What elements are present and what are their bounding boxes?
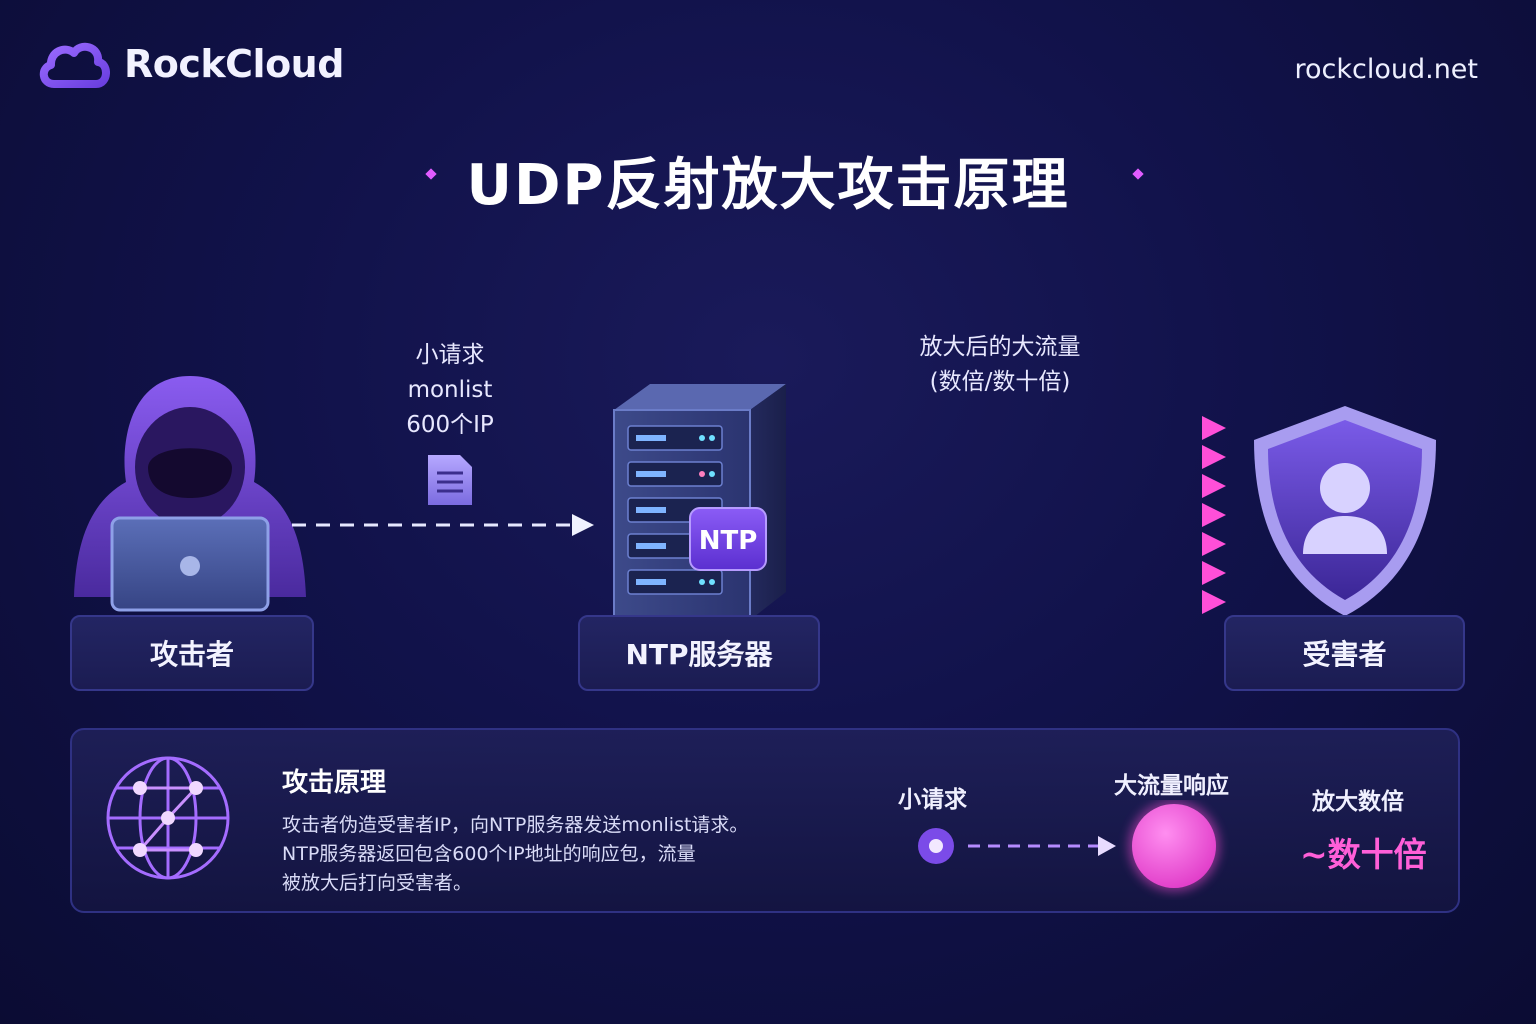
principle-panel	[70, 728, 1460, 913]
amplified-detail: (数倍/数十倍)	[929, 369, 1071, 395]
title-divider-right	[1132, 168, 1310, 180]
large-response-label: 大流量响应	[1114, 773, 1229, 799]
traffic-arrowhead	[1202, 561, 1226, 585]
amplified-annotation: 放大后的大流量 (数倍/数十倍)	[880, 330, 1120, 400]
principle-line-2: NTP服务器返回包含600个IP地址的响应包，流量	[282, 843, 696, 865]
amplified-traffic-arrows	[780, 416, 1226, 614]
traffic-arrowhead	[1202, 416, 1226, 440]
amplification-factor-label: 放大数倍	[1312, 789, 1404, 815]
traffic-arrowhead	[1202, 445, 1226, 469]
amplified-label: 放大后的大流量	[919, 334, 1081, 360]
victim-label: 受害者	[1224, 615, 1465, 691]
principle-content: 攻击原理 攻击者伪造受害者IP，向NTP服务器发送monlist请求。 NTP服…	[282, 762, 842, 898]
brand-logo[interactable]: RockCloud	[38, 36, 344, 92]
amplification-factor-value: ~数十倍	[1300, 835, 1427, 874]
traffic-arrowhead	[1202, 590, 1226, 614]
principle-text: 攻击者伪造受害者IP，向NTP服务器发送monlist请求。 NTP服务器返回包…	[282, 811, 842, 898]
brand-name: RockCloud	[124, 42, 344, 86]
request-detail: 600个IP	[406, 412, 494, 438]
principle-line-1: 攻击者伪造受害者IP，向NTP服务器发送monlist请求。	[282, 814, 749, 836]
amplification-comparison	[918, 800, 1220, 892]
principle-line-3: 被放大后打向受害者。	[282, 872, 473, 894]
request-label: 小请求	[415, 342, 485, 368]
hooded-hacker-icon	[74, 376, 306, 612]
site-url[interactable]: rockcloud.net	[1294, 54, 1478, 85]
ntp-badge: NTP	[699, 526, 758, 556]
attacker-label: 攻击者	[70, 615, 314, 691]
server-rack-icon: NTP	[613, 384, 786, 621]
shield-user-icon	[1254, 406, 1436, 616]
globe-network-icon	[106, 756, 230, 880]
title-divider-left	[260, 168, 437, 180]
document-icon	[428, 455, 472, 505]
small-request-label: 小请求	[898, 787, 967, 813]
request-arrow	[292, 514, 594, 536]
principle-title: 攻击原理	[282, 768, 387, 798]
traffic-arrowhead	[1202, 503, 1226, 527]
request-annotation: 小请求 monlist 600个IP	[370, 338, 530, 443]
server-label: NTP服务器	[578, 615, 820, 691]
cloud-icon	[39, 42, 110, 88]
page-title: UDP反射放大攻击原理	[466, 153, 1070, 218]
traffic-arrowhead	[1202, 474, 1226, 498]
request-command: monlist	[407, 377, 493, 403]
large-response-dot	[1132, 804, 1216, 888]
traffic-arrowhead	[1202, 532, 1226, 556]
